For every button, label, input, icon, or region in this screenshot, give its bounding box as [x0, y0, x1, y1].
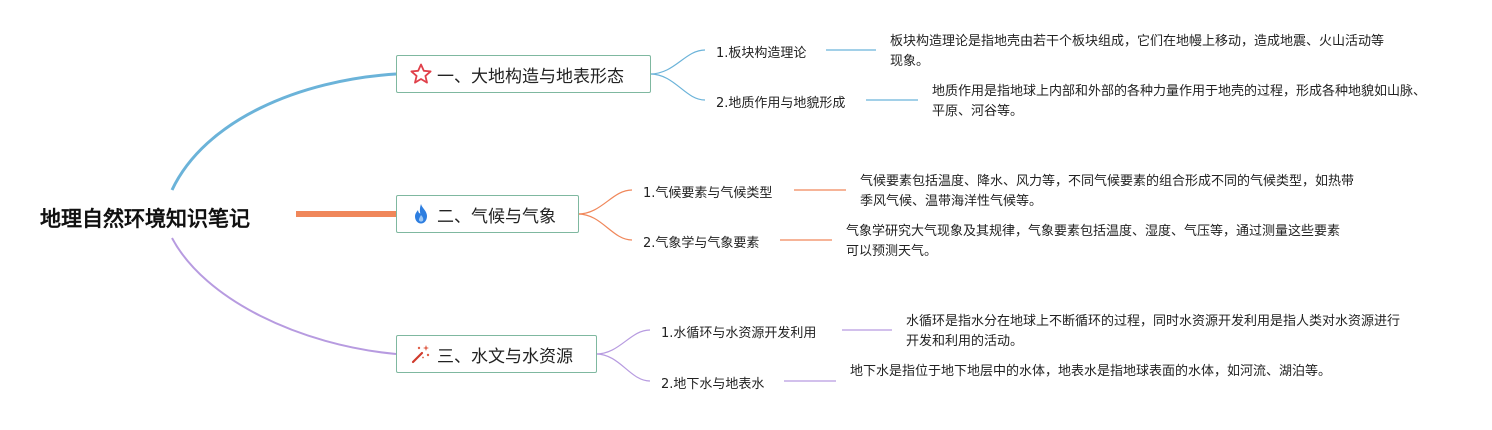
branch1-link-a: [649, 49, 706, 75]
root-topic[interactable]: 地理自然环境知识笔记: [40, 207, 250, 231]
subtopic-1-1[interactable]: 1.板块构造理论: [716, 46, 807, 61]
note-1-2[interactable]: 地质作用是指地球上内部和外部的各种力量作用于地壳的过程，形成各种地貌如山脉、平原…: [932, 84, 1427, 119]
subtopic-2-1[interactable]: 1.气候要素与气候类型: [643, 186, 773, 201]
branch2-link-a: [577, 189, 633, 215]
subtopic-3-1[interactable]: 1.水循环与水资源开发利用: [661, 326, 817, 341]
subtopic-2-2[interactable]: 2.气象学与气象要素: [643, 236, 760, 251]
flame-icon: [409, 202, 433, 226]
note-2-1[interactable]: 气候要素包括温度、降水、风力等，不同气候要素的组合形成不同的气候类型，如热带季风…: [860, 174, 1355, 209]
magic-wand-icon: [409, 342, 433, 366]
branch2-link-b: [577, 213, 633, 241]
star-icon: [409, 62, 433, 86]
branch-label: 一、大地构造与地表形态: [437, 66, 624, 87]
branch3-link-b: [595, 353, 651, 382]
note-2-2[interactable]: 气象学研究大气现象及其规律，气象要素包括温度、湿度、气压等，通过测量这些要素可以…: [846, 224, 1341, 259]
note-3-1[interactable]: 水循环是指水分在地球上不断循环的过程，同时水资源开发利用是指人类对水资源进行开发…: [906, 314, 1401, 349]
note-1-1[interactable]: 板块构造理论是指地壳由若干个板块组成，它们在地幔上移动，造成地震、火山活动等现象…: [890, 34, 1385, 69]
root-link-3: [171, 237, 397, 355]
branch3-link-a: [595, 329, 651, 355]
note-3-2[interactable]: 地下水是指位于地下地层中的水体，地表水是指地球表面的水体，如河流、湖泊等。: [850, 364, 1332, 379]
subtopic-3-2[interactable]: 2.地下水与地表水: [661, 377, 765, 392]
subtopic-1-2[interactable]: 2.地质作用与地貌形成: [716, 96, 846, 111]
branch1-link-b: [649, 73, 706, 101]
branch-topic-3[interactable]: 三、水文与水资源: [396, 335, 597, 373]
root-link-1: [170, 72, 397, 191]
branch-topic-2[interactable]: 二、气候与气象: [396, 195, 579, 233]
branch-topic-1[interactable]: 一、大地构造与地表形态: [396, 55, 651, 93]
branch-label: 三、水文与水资源: [437, 346, 573, 367]
branch-label: 二、气候与气象: [437, 206, 556, 227]
